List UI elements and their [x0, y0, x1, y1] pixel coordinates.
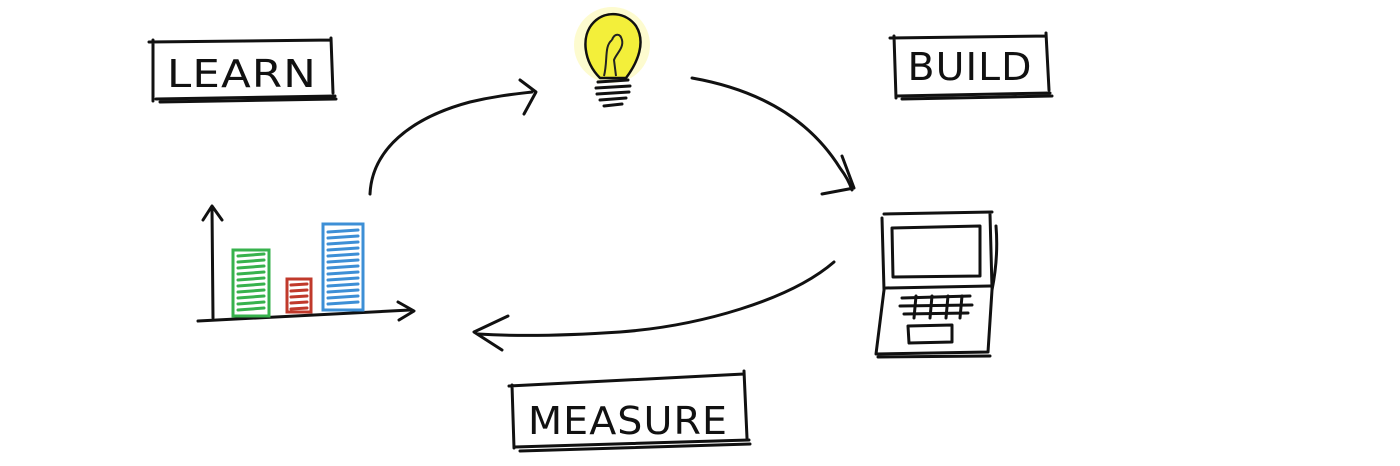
laptop-icon — [876, 212, 997, 357]
bar-chart-icon — [198, 206, 414, 321]
bar-green — [233, 250, 269, 316]
bar-blue — [323, 224, 363, 310]
measure-label: MEASURE — [528, 399, 728, 443]
lightbulb-icon — [574, 7, 650, 106]
bar-red — [287, 279, 311, 312]
arrow-learn-to-idea — [370, 80, 536, 194]
build-label: BUILD — [908, 45, 1033, 89]
arrow-build-to-measure — [474, 262, 834, 350]
arrow-idea-to-build — [692, 78, 854, 194]
build-label-box: BUILD — [890, 33, 1052, 99]
learn-label-box: LEARN — [149, 38, 336, 102]
measure-label-box: MEASURE — [509, 371, 750, 451]
learn-label: LEARN — [167, 52, 317, 96]
